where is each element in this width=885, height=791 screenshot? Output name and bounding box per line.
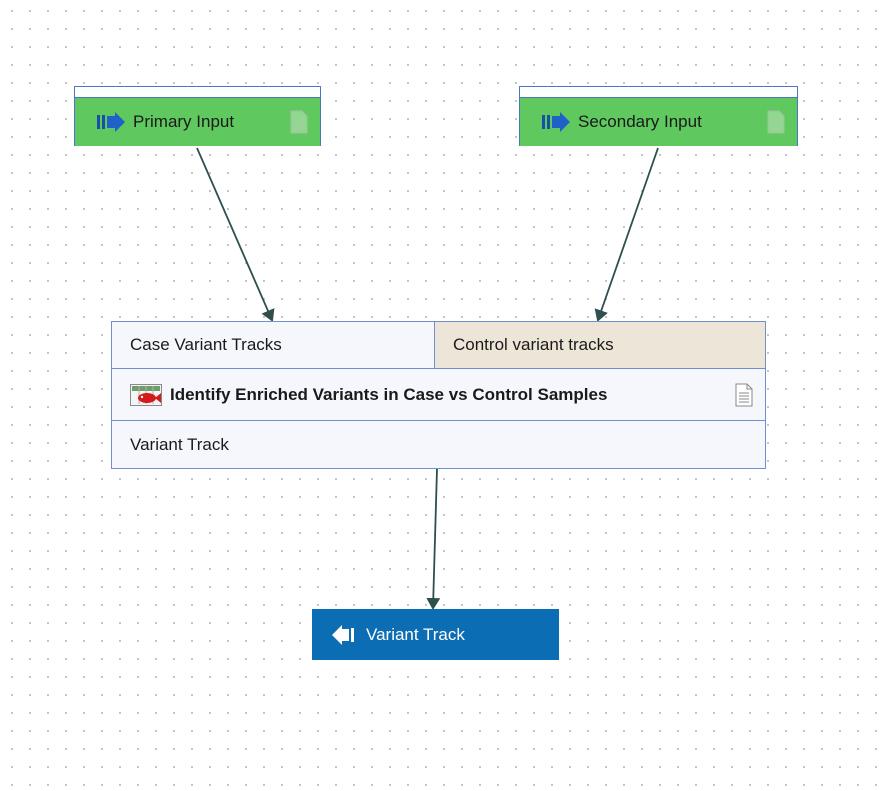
- output-port-variant-track[interactable]: Variant Track: [112, 421, 765, 468]
- workflow-output-node[interactable]: Variant Track: [312, 609, 559, 660]
- port-label: Control variant tracks: [453, 335, 614, 354]
- input-arrow-icon: [97, 112, 125, 132]
- tool-title-row[interactable]: Identify Enriched Variants in Case vs Co…: [112, 369, 765, 421]
- primary-input-node[interactable]: Primary Input: [74, 86, 321, 146]
- secondary-input-node[interactable]: Secondary Input: [519, 86, 798, 146]
- document-icon[interactable]: [765, 110, 787, 134]
- port-label: Case Variant Tracks: [130, 335, 282, 354]
- output-arrow-icon: [332, 624, 354, 645]
- input-port-case-variant-tracks[interactable]: Case Variant Tracks: [112, 322, 435, 368]
- secondary-input-label: Secondary Input: [578, 112, 702, 131]
- node-header-strip: [75, 87, 320, 98]
- edge-tool-to-output[interactable]: [426, 468, 441, 610]
- document-icon[interactable]: [288, 110, 310, 134]
- tool-icon: [130, 383, 162, 406]
- edge-secondary-to-control[interactable]: [594, 147, 659, 322]
- node-header-strip: [520, 87, 797, 98]
- edge-primary-to-case[interactable]: [196, 147, 275, 322]
- tool-node[interactable]: Case Variant Tracks Control variant trac…: [111, 321, 766, 469]
- document-icon[interactable]: [733, 383, 755, 407]
- input-port-control-variant-tracks[interactable]: Control variant tracks: [435, 322, 765, 368]
- output-label: Variant Track: [366, 624, 465, 644]
- tool-title: Identify Enriched Variants in Case vs Co…: [170, 384, 608, 404]
- primary-input-body[interactable]: Primary Input: [75, 98, 320, 146]
- tool-input-ports: Case Variant Tracks Control variant trac…: [112, 322, 765, 369]
- port-label: Variant Track: [130, 434, 229, 454]
- primary-input-label: Primary Input: [133, 112, 235, 131]
- input-arrow-icon: [542, 112, 570, 132]
- secondary-input-body[interactable]: Secondary Input: [520, 98, 797, 146]
